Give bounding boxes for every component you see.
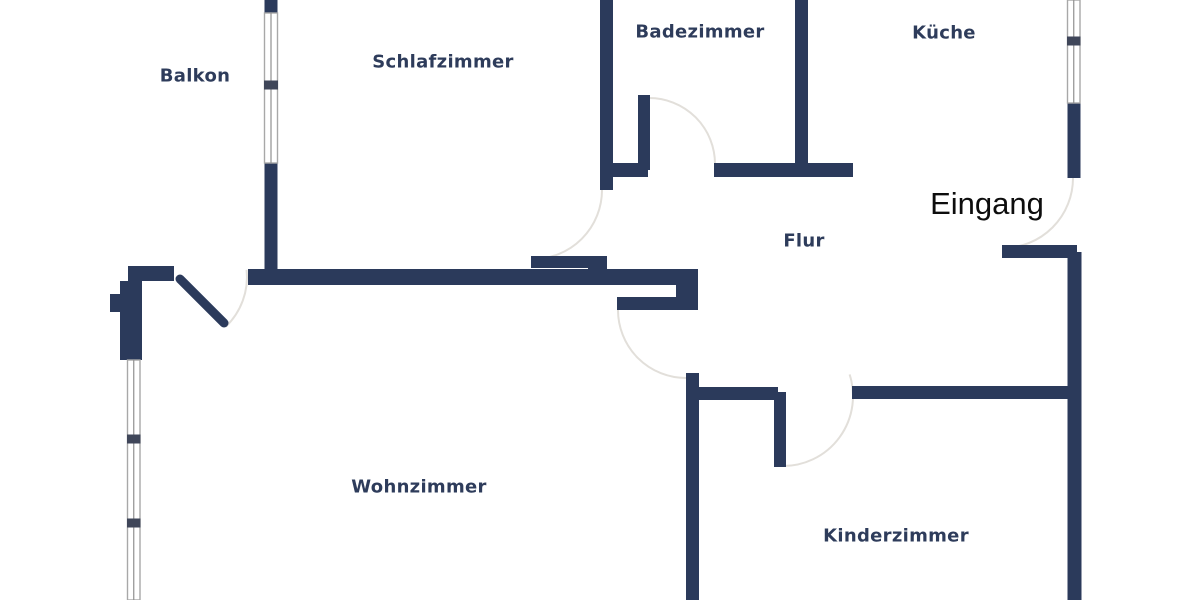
- wohnzimmer-left-wall: [120, 281, 142, 360]
- door-arc-badezimmer: [648, 97, 716, 165]
- balkon-schlafzimmer-wall-lower: [264, 161, 278, 273]
- badezimmer-left-wall: [600, 0, 613, 190]
- door-arc-kinderzimmer: [782, 374, 855, 467]
- flur-bottom-wall-left: [693, 387, 778, 400]
- right-outer-wall: [1067, 252, 1082, 600]
- door-arc-balkon: [225, 269, 248, 328]
- door-arc-eingang: [1002, 177, 1074, 249]
- entry-door-jamb: [1002, 245, 1077, 258]
- kinderzimmer-door-jamb: [774, 392, 786, 467]
- balkon-window-top-cap: [264, 0, 278, 14]
- balkon-door-stub: [128, 266, 174, 281]
- balkon-railing-stub: [110, 294, 122, 312]
- badezimmer-bottom-wall: [714, 163, 853, 177]
- badezimmer-kueche-wall: [795, 0, 808, 177]
- entry-wall-upper: [1067, 103, 1081, 178]
- badezimmer-wall-foot: [600, 163, 648, 177]
- badezimmer-door-jamb: [638, 95, 650, 170]
- door-arc-schlafzimmer: [532, 189, 603, 260]
- balkon-door-leaf: [175, 274, 229, 328]
- door-arc-wohnzimmer: [617, 309, 687, 379]
- schlafzimmer-door-jamb-connector: [588, 262, 607, 274]
- wohnzimmer-kinderzimmer-wall: [686, 373, 699, 600]
- main-wall-end-post: [676, 269, 698, 310]
- wohnzimmer-window-mullion: [127, 434, 141, 444]
- wohnzimmer-window-mullion: [127, 518, 141, 528]
- balkon-schlafzimmer-window-mullion: [264, 80, 278, 90]
- kueche-window-mullion: [1067, 36, 1081, 46]
- main-horizontal-wall: [248, 269, 698, 285]
- flur-bottom-wall-right: [852, 386, 1081, 399]
